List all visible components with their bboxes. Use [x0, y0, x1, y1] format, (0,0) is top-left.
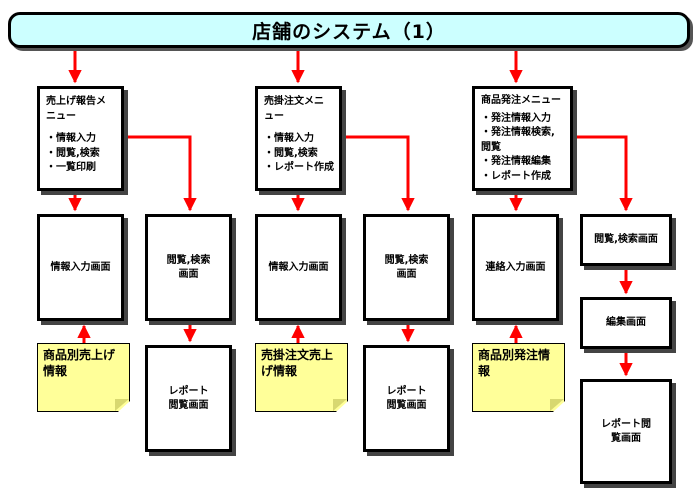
browse-search-screen-1: 閲覧,検索画面 — [145, 214, 232, 321]
page-title: 店舗のシステム（1） — [8, 12, 690, 48]
menu-item: ・発注情報検索,閲覧 — [481, 127, 555, 153]
menu-item: ・レポート作成 — [481, 170, 551, 182]
sales-info-note: 商品別売上げ情報 — [37, 343, 130, 412]
menu-item: ・閲覧,検索 — [46, 147, 100, 159]
menu-item: ・発注情報入力 — [481, 112, 551, 124]
report-view-screen-2: レポート閲覧画面 — [363, 345, 450, 452]
sales-report-menu: 売上げ報告メニュー ・情報入力 ・閲覧,検索 ・一覧印刷 — [37, 86, 124, 191]
product-order-menu-title: 商品発注メニュー — [481, 95, 561, 106]
menu-item: ・閲覧,検索 — [264, 147, 318, 159]
info-input-screen-2: 情報入力画面 — [255, 214, 342, 321]
sales-order-menu-title: 売掛注文メニュー — [264, 96, 324, 122]
note-fold — [333, 399, 347, 411]
product-order-info-note-text: 商品別発注情報 — [478, 348, 551, 378]
sales-info-note-text: 商品別売上げ情報 — [43, 348, 116, 378]
contact-input-screen: 連絡入力画面 — [472, 214, 559, 321]
credit-order-info-note: 売掛注文売上げ情報 — [255, 343, 348, 412]
menu-item: ・発注情報編集 — [481, 156, 551, 167]
menu-item: ・情報入力 — [46, 133, 96, 144]
report-view-screen-1: レポート閲覧画面 — [145, 345, 232, 452]
menu-item: ・レポート作成 — [264, 162, 334, 173]
edit-screen: 編集画面 — [580, 297, 672, 349]
menu-item: ・情報入力 — [264, 133, 314, 144]
product-order-info-note: 商品別発注情報 — [472, 343, 565, 412]
report-view-screen-3: レポート閲覧画面 — [580, 379, 672, 484]
credit-order-info-note-text: 売掛注文売上げ情報 — [261, 348, 334, 378]
connector-arrow — [573, 135, 633, 212]
menu-item: ・一覧印刷 — [46, 162, 96, 173]
note-fold — [550, 399, 564, 411]
sales-report-menu-title: 売上げ報告メニュー — [46, 96, 106, 122]
note-fold — [115, 399, 129, 411]
info-input-screen-1: 情報入力画面 — [37, 214, 124, 321]
browse-search-screen-2: 閲覧,検索画面 — [363, 214, 450, 321]
browse-search-screen-3: 閲覧,検索画面 — [580, 214, 672, 266]
sales-order-menu: 売掛注文メニュー ・情報入力 ・閲覧,検索 ・レポート作成 — [255, 86, 342, 191]
product-order-menu: 商品発注メニュー ・発注情報入力 ・発注情報検索,閲覧 ・発注情報編集 ・レポー… — [472, 86, 573, 191]
connector-arrow — [124, 135, 197, 212]
connector-arrow — [342, 135, 415, 212]
